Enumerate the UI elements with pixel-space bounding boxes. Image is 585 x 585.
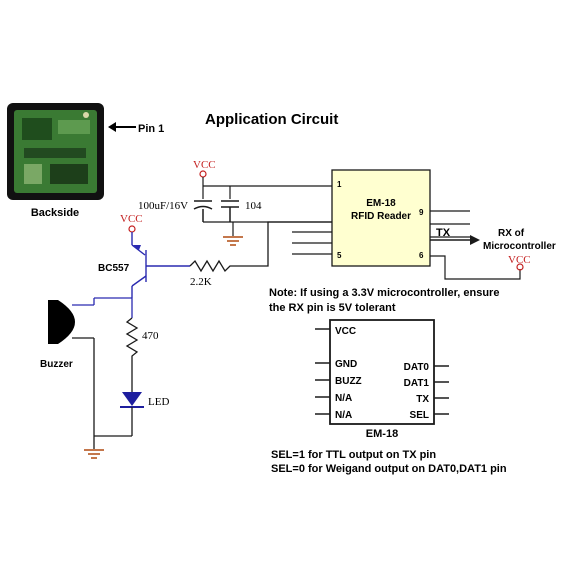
pinout-vcc: VCC (335, 326, 356, 337)
reader-pin-1: 1 (337, 180, 342, 189)
note-line-1: Note: If using a 3.3V microcontroller, e… (269, 287, 499, 299)
led-symbol (120, 392, 144, 436)
bottom-ground-wiring (93, 435, 132, 449)
pinout-box (329, 319, 435, 425)
pinout-name: EM-18 (366, 428, 398, 440)
module-component (58, 120, 90, 134)
pin1-label: Pin 1 (138, 123, 164, 135)
transistor-arrow (133, 245, 141, 250)
vcc-transistor-label: VCC (120, 213, 143, 225)
transistor-bc557 (131, 232, 190, 298)
reader-right-pins (430, 210, 470, 238)
pinout-left-pin: BUZZ (335, 376, 362, 387)
buzzer-label: Buzzer (40, 359, 73, 370)
ground-symbol-bottom (84, 449, 104, 459)
sel-note: SEL=0 for Weigand output on DAT0,DAT1 pi… (271, 463, 507, 475)
cap-ceramic-label: 104 (245, 200, 262, 212)
reader-subtitle: RFID Reader (351, 211, 411, 222)
buzzer-symbol (48, 300, 95, 436)
tx-label: TX (436, 227, 451, 239)
transistor-label: BC557 (98, 263, 130, 274)
rx-label-line1: RX of (498, 228, 525, 239)
diagram-title: Application Circuit (205, 111, 338, 128)
sel-note: SEL=1 for TTL output on TX pin (271, 449, 436, 461)
led-resistor-label: 470 (142, 330, 159, 342)
ground-symbol-top (223, 236, 243, 246)
led-label: LED (148, 396, 169, 408)
ceramic-capacitor (221, 200, 239, 222)
pinout-left-stubs (315, 362, 330, 415)
vcc-label: VCC (193, 159, 216, 171)
pin1-arrow (108, 122, 136, 132)
base-resistor-label: 2.2K (190, 276, 212, 288)
module-part (24, 164, 42, 184)
module-chip (22, 118, 52, 140)
reader-pin-6: 6 (419, 251, 424, 260)
module-caption: Backside (31, 207, 79, 219)
pinout-right-pin: DAT1 (404, 378, 430, 389)
pinout-right-pin: TX (416, 394, 429, 405)
base-resistor (189, 221, 332, 273)
vcc-output-label: VCC (508, 254, 531, 266)
pinout-right-pin: DAT0 (404, 362, 430, 373)
vcc-transistor-terminal (128, 225, 136, 233)
pinout-left-pin: N/A (335, 410, 352, 421)
rfid-reader-box (331, 169, 431, 267)
module-photo (7, 103, 104, 200)
tx-arrow (430, 235, 480, 245)
note-line-2: the RX pin is 5V tolerant (269, 302, 396, 314)
vcc-output-terminal (516, 263, 524, 271)
module-trace (24, 148, 86, 158)
pinout-right-pin: SEL (410, 410, 429, 421)
pin1-marker (83, 112, 89, 118)
module-part (50, 164, 88, 184)
vcc-terminal (199, 170, 207, 178)
reader-pin-5: 5 (337, 251, 342, 260)
power-wiring (202, 177, 332, 199)
electrolytic-capacitor (193, 200, 213, 222)
pinout-right-stubs (434, 365, 449, 415)
reader-left-pins (292, 231, 332, 255)
cap-electrolytic-label: 100uF/16V (138, 200, 188, 212)
reader-name: EM-18 (366, 198, 396, 209)
pin6-vcc-wire (430, 255, 521, 280)
led-resistor (125, 317, 139, 392)
pinout-left-pin: GND (335, 359, 357, 370)
collector-wiring (93, 297, 133, 318)
pinout-left-pin: N/A (335, 393, 352, 404)
reader-pin-9: 9 (419, 208, 424, 217)
rx-label-line2: Microcontroller (483, 241, 556, 252)
